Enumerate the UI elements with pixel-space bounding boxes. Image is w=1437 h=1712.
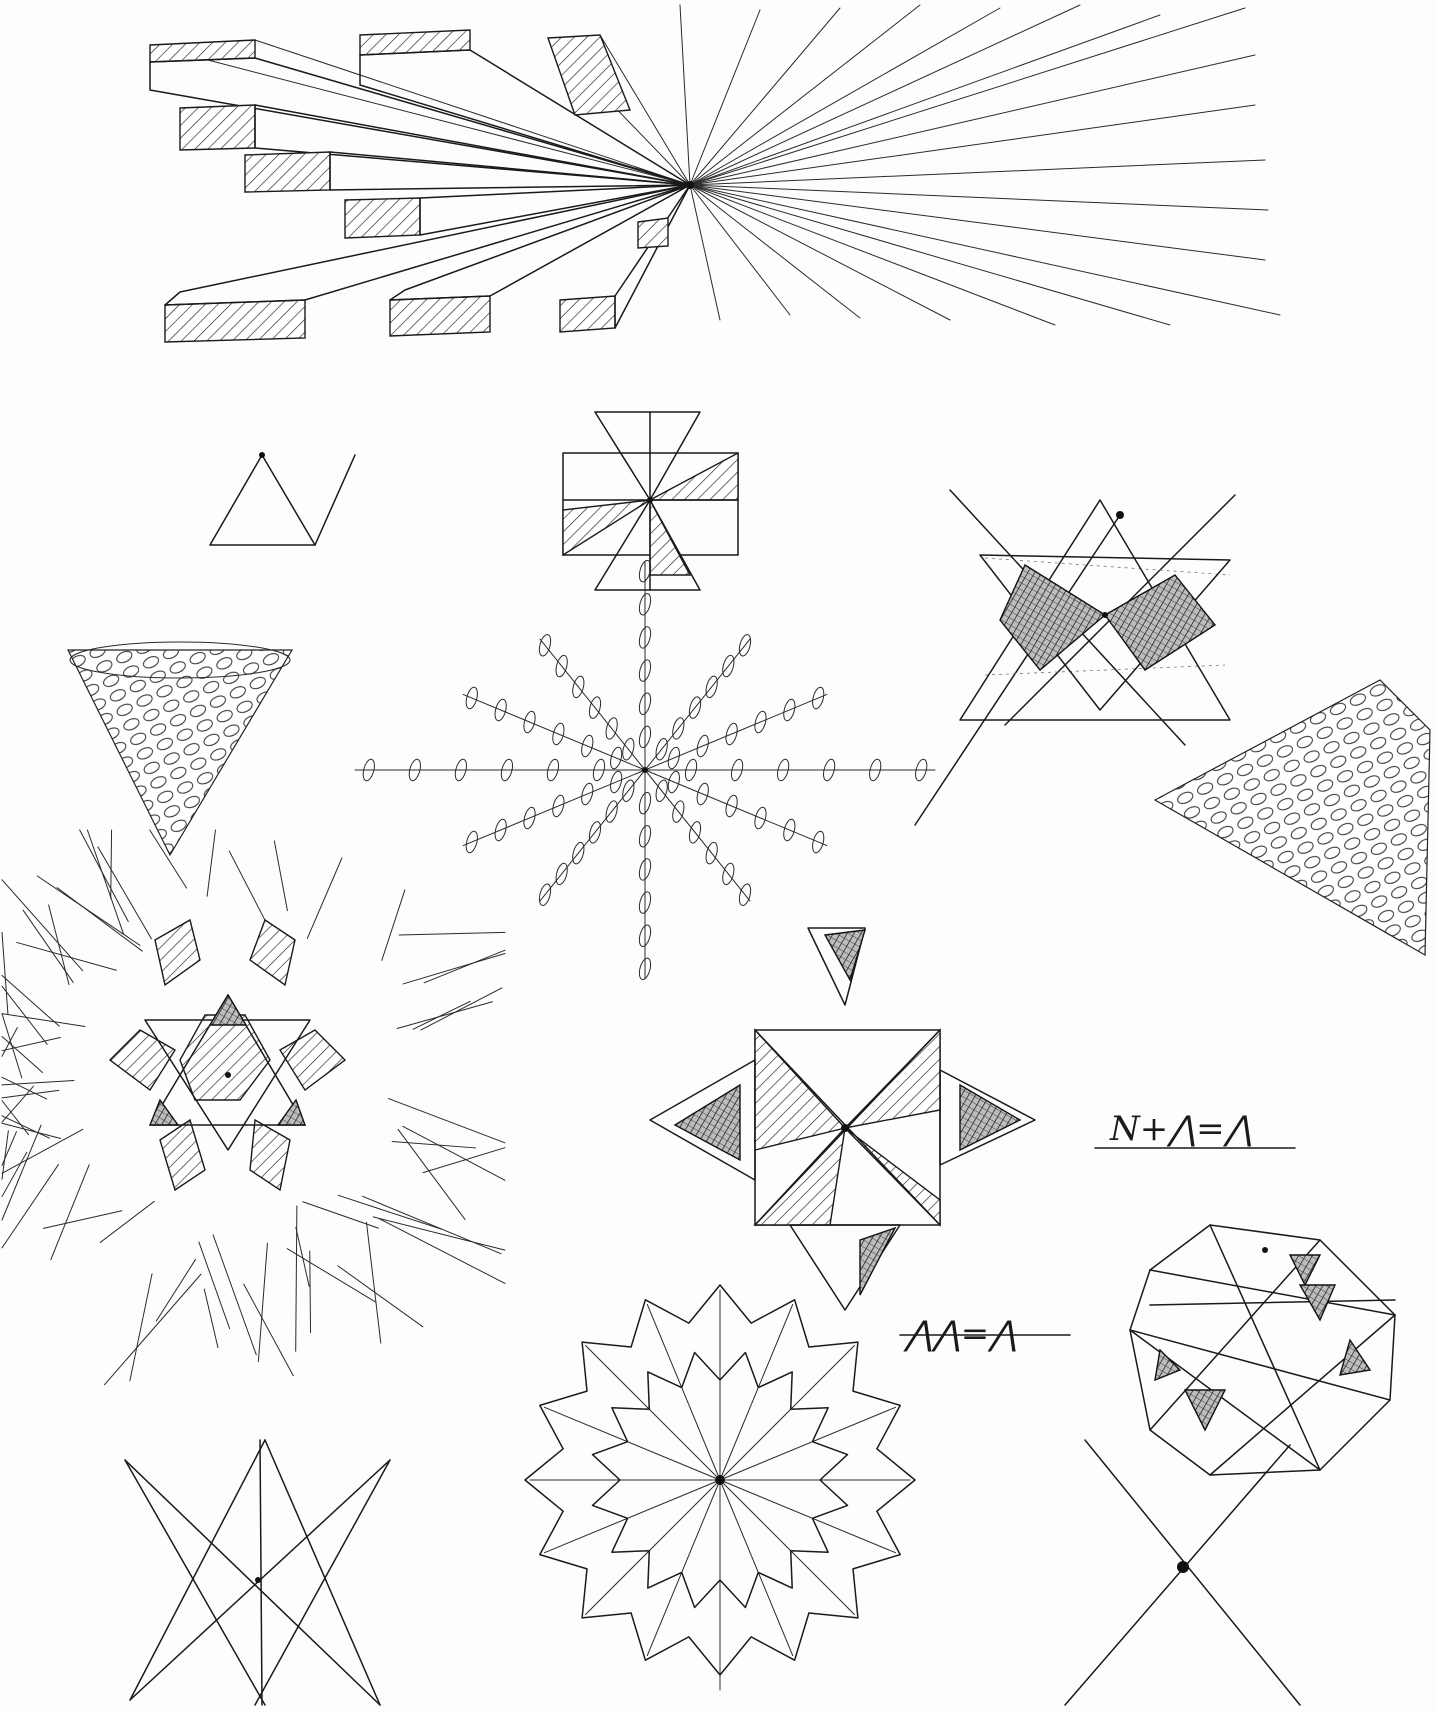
- ray-line: [690, 185, 950, 320]
- burst-stroke: [398, 1129, 465, 1219]
- burst-stroke: [287, 1249, 375, 1302]
- burst-stroke: [403, 1126, 505, 1180]
- rosette-spoke: [544, 1407, 720, 1480]
- ray-line: [690, 15, 1160, 185]
- equation-b: ⋀⋀=⋀: [900, 1314, 1070, 1354]
- burst-stroke: [296, 1228, 309, 1287]
- equation-a-text: N+⋀=⋀: [1109, 1109, 1253, 1149]
- burst-stroke: [2, 1077, 47, 1099]
- textured-wedge-right-sketch: [1155, 680, 1430, 955]
- burst-stroke: [2, 1165, 58, 1248]
- rosette-spoke: [720, 1407, 896, 1480]
- burst-stroke: [2, 1086, 33, 1122]
- burst-stroke: [57, 888, 142, 951]
- burst-stroke: [2, 932, 8, 1014]
- burst-stroke: [37, 876, 140, 945]
- beam-blocks: [150, 30, 694, 342]
- ray-line: [690, 55, 1255, 185]
- burst-stroke: [403, 954, 505, 984]
- burst-stroke: [373, 1217, 505, 1250]
- bead-line: [540, 639, 645, 770]
- rosette-spoke: [647, 1304, 720, 1480]
- crossed-lines-star-sketch: [125, 1440, 390, 1705]
- burst-stroke: [307, 858, 342, 938]
- ray-line: [680, 5, 690, 185]
- burst-stroke: [363, 1196, 501, 1253]
- burst-stroke: [100, 1201, 154, 1242]
- burst-stroke: [2, 975, 59, 1026]
- burst-stroke: [244, 1284, 294, 1375]
- rosette-spoke: [720, 1346, 854, 1480]
- burst-stroke: [2, 1116, 49, 1138]
- equation-a: N+⋀=⋀: [1095, 1109, 1295, 1149]
- burst-stroke: [310, 1251, 311, 1333]
- burst-stroke: [397, 1002, 492, 1029]
- bead-star-sketch: [355, 559, 935, 981]
- burst-stroke: [105, 1274, 202, 1385]
- burst-stroke: [399, 932, 505, 935]
- ray-line: [690, 8, 840, 185]
- radiating-beams-sketch: [150, 5, 1280, 342]
- small-triangle-sketch: [210, 452, 355, 545]
- bead-line: [645, 770, 750, 901]
- rosette-spoke: [544, 1480, 720, 1553]
- burst-stroke: [204, 1289, 218, 1348]
- rosette-spoke: [647, 1480, 720, 1656]
- rosette-spoke: [720, 1304, 793, 1480]
- burst-stroke: [274, 841, 287, 911]
- geodesic-sphere-sketch: [1130, 1225, 1395, 1475]
- rosette-spoke: [586, 1346, 720, 1480]
- star-rosette-sketch: [525, 1285, 915, 1690]
- burst-stroke: [2, 1125, 41, 1220]
- burst-stroke: [382, 890, 405, 960]
- ray-line: [690, 10, 760, 185]
- textured-cone-left-sketch: [68, 642, 292, 855]
- burst-stroke: [80, 830, 129, 921]
- burst-stroke: [388, 1099, 504, 1143]
- burst-stroke: [98, 847, 152, 939]
- burst-stroke: [17, 942, 117, 970]
- burst-stroke: [156, 1259, 195, 1321]
- burst-hexagram-sketch: [2, 830, 505, 1385]
- burst-stroke: [51, 1165, 89, 1260]
- burst-stroke: [2, 1037, 42, 1073]
- triangle-cross-sketch: [650, 928, 1035, 1310]
- burst-stroke: [199, 1242, 230, 1329]
- burst-stroke: [2, 1123, 61, 1138]
- burst-stroke: [130, 1274, 152, 1381]
- burst-stroke: [2, 1027, 17, 1056]
- burst-stroke: [207, 830, 215, 896]
- burst-stroke: [424, 950, 505, 983]
- rosette-spoke: [720, 1480, 854, 1614]
- ray-line: [690, 185, 1055, 325]
- burst-stroke: [379, 1218, 505, 1283]
- burst-stroke: [338, 1266, 423, 1327]
- rosette-spoke: [720, 1480, 793, 1656]
- burst-stroke: [366, 1222, 380, 1343]
- hexagram-star-sketch: [915, 490, 1235, 825]
- burst-stroke: [49, 905, 69, 985]
- burst-stroke: [258, 1243, 267, 1361]
- burst-stroke: [413, 1001, 470, 1029]
- burst-stroke: [423, 1148, 505, 1173]
- burst-stroke: [229, 851, 268, 927]
- ray-line: [690, 185, 1170, 325]
- big-x-sketch: [1065, 1440, 1300, 1705]
- equation-b-text: ⋀⋀=⋀: [903, 1314, 1017, 1354]
- rosette-spoke: [720, 1480, 896, 1553]
- ray-line: [690, 185, 1268, 210]
- burst-stroke: [421, 988, 502, 1030]
- burst-stroke: [43, 1211, 121, 1229]
- rosette-spoke: [586, 1480, 720, 1614]
- ray-line: [690, 8, 1000, 185]
- burst-stroke: [2, 1014, 85, 1027]
- ray-line: [690, 8, 1245, 185]
